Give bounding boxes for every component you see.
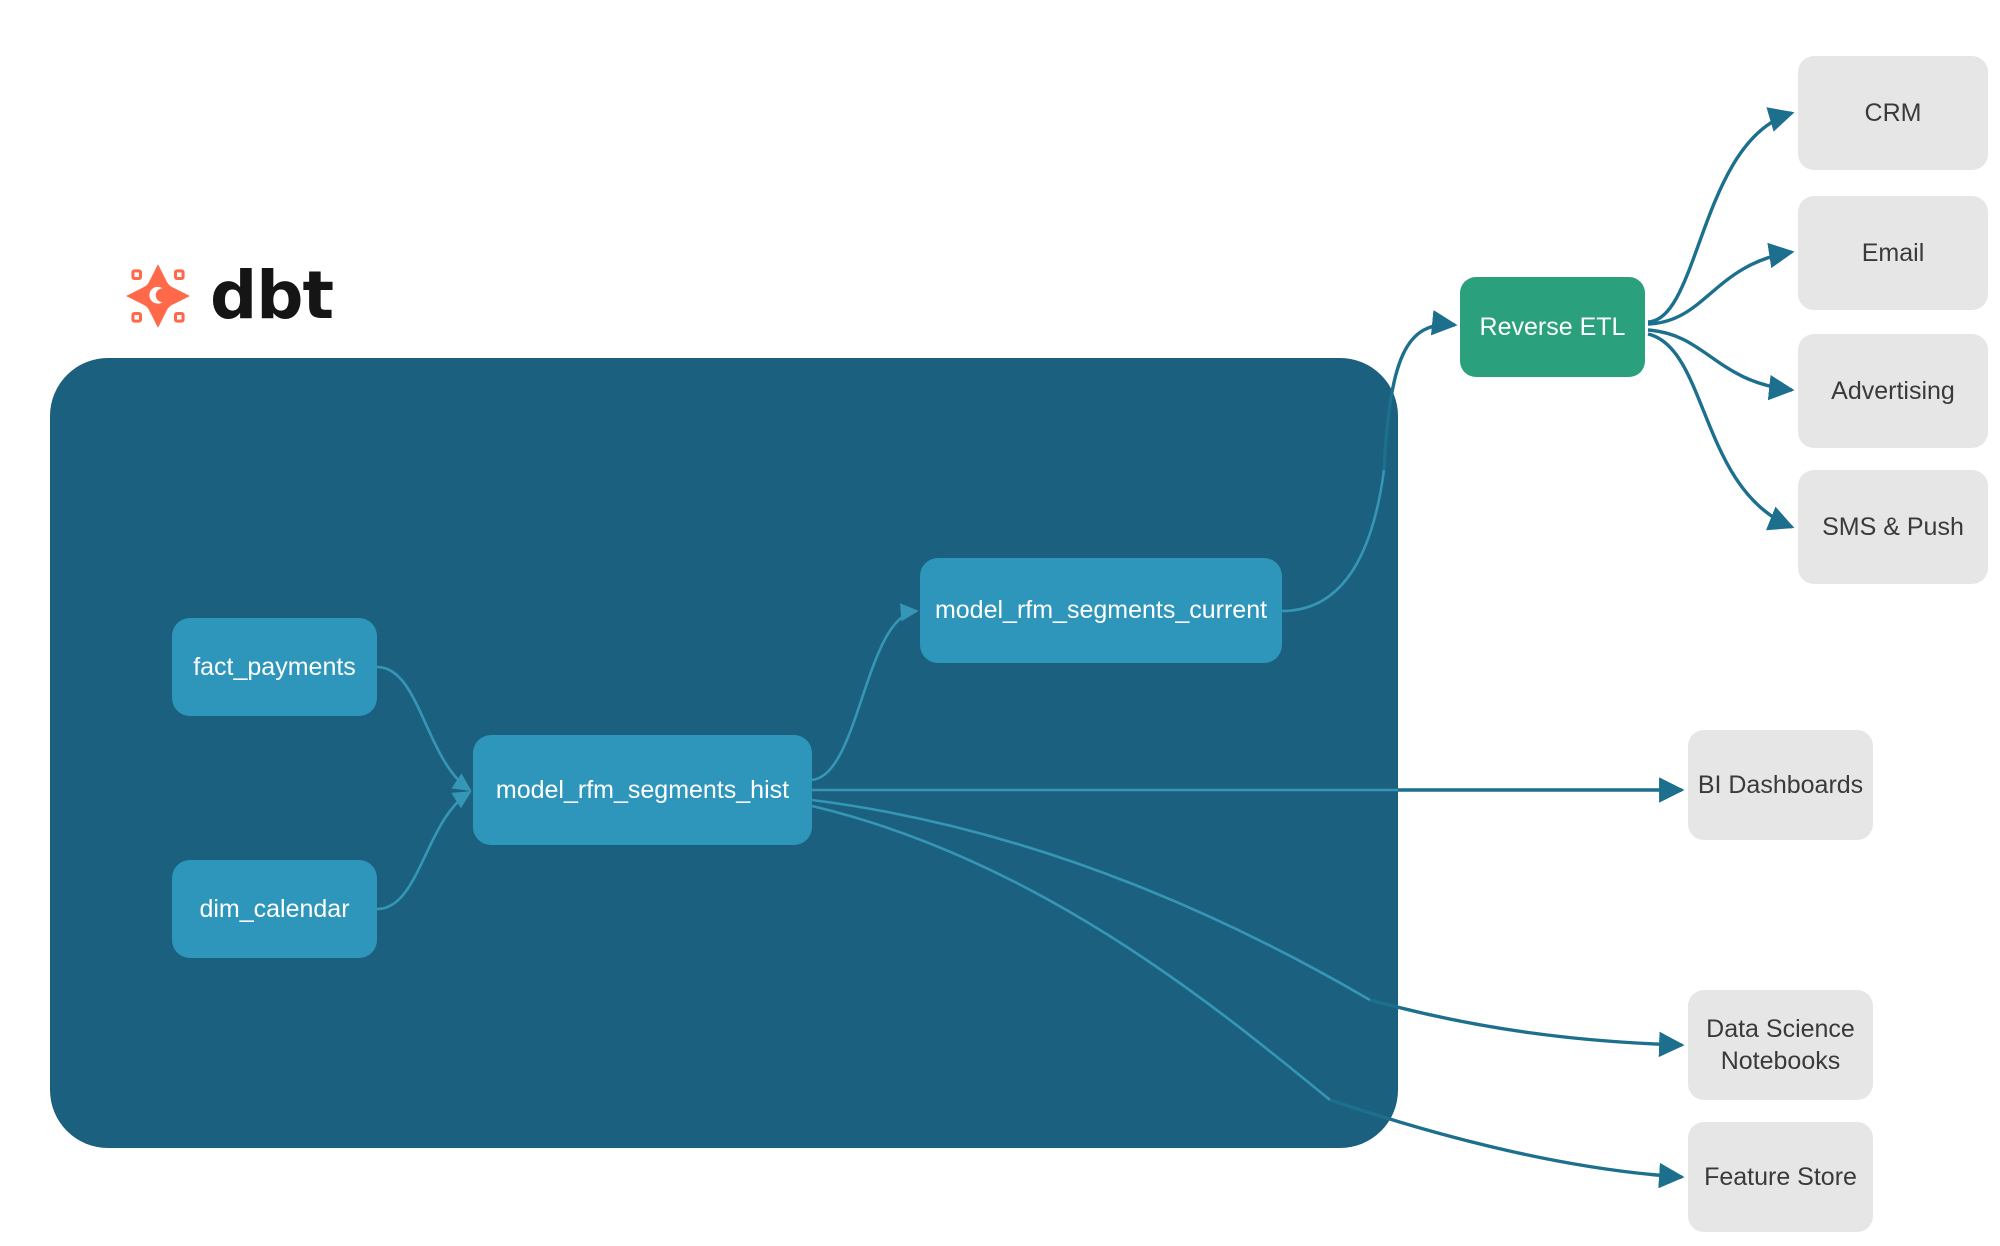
model-node-label: model_rfm_segments_current xyxy=(934,596,1268,624)
destination-node-feature-store[interactable]: Feature Store xyxy=(1688,1122,1873,1232)
model-node-rfm-segments-current[interactable]: model_rfm_segments_current xyxy=(920,558,1282,663)
edge-reverse-etl-to-email xyxy=(1647,242,1795,326)
destination-label: SMS & Push xyxy=(1822,513,1964,541)
destination-label-line2: Notebooks xyxy=(1720,1047,1841,1075)
edge-reverse-etl-to-crm xyxy=(1647,107,1795,324)
destination-label: Data Science Notebooks xyxy=(1706,1013,1855,1077)
destination-node-crm[interactable]: CRM xyxy=(1798,56,1988,170)
model-node-label: dim_calendar xyxy=(199,894,350,923)
destination-label: Feature Store xyxy=(1704,1163,1857,1191)
model-node-rfm-segments-hist[interactable]: model_rfm_segments_hist xyxy=(473,735,812,845)
model-node-label: fact_payments xyxy=(193,652,356,681)
model-node-dim-calendar[interactable]: dim_calendar xyxy=(172,860,377,958)
destination-label: Email xyxy=(1861,239,1925,267)
edge-reverse-etl-to-advertising xyxy=(1647,328,1795,401)
destination-label-line1: Data Science xyxy=(1706,1015,1855,1043)
dbt-logo: dbt xyxy=(120,257,334,334)
model-node-fact-payments[interactable]: fact_payments xyxy=(172,618,377,716)
destination-node-bi-dashboards[interactable]: BI Dashboards xyxy=(1688,730,1873,840)
dbt-logo-mark xyxy=(126,264,190,328)
edge-to-ds-notebooks xyxy=(1369,998,1685,1058)
destination-node-email[interactable]: Email xyxy=(1798,196,1988,310)
dbt-logo-text: dbt xyxy=(210,257,334,334)
destination-label: CRM xyxy=(1864,99,1922,127)
model-node-label: model_rfm_segments_hist xyxy=(495,775,790,804)
destination-node-advertising[interactable]: Advertising xyxy=(1798,334,1988,448)
reverse-etl-node[interactable]: Reverse ETL xyxy=(1460,277,1645,377)
edge-reverse-etl-to-sms-push xyxy=(1647,332,1795,531)
destination-node-ds-notebooks[interactable]: Data Science Notebooks xyxy=(1688,990,1873,1100)
destination-label: BI Dashboards xyxy=(1697,771,1864,799)
reverse-etl-label: Reverse ETL xyxy=(1479,312,1626,341)
destination-label: Advertising xyxy=(1831,377,1955,405)
destination-node-sms-push[interactable]: SMS & Push xyxy=(1798,470,1988,584)
